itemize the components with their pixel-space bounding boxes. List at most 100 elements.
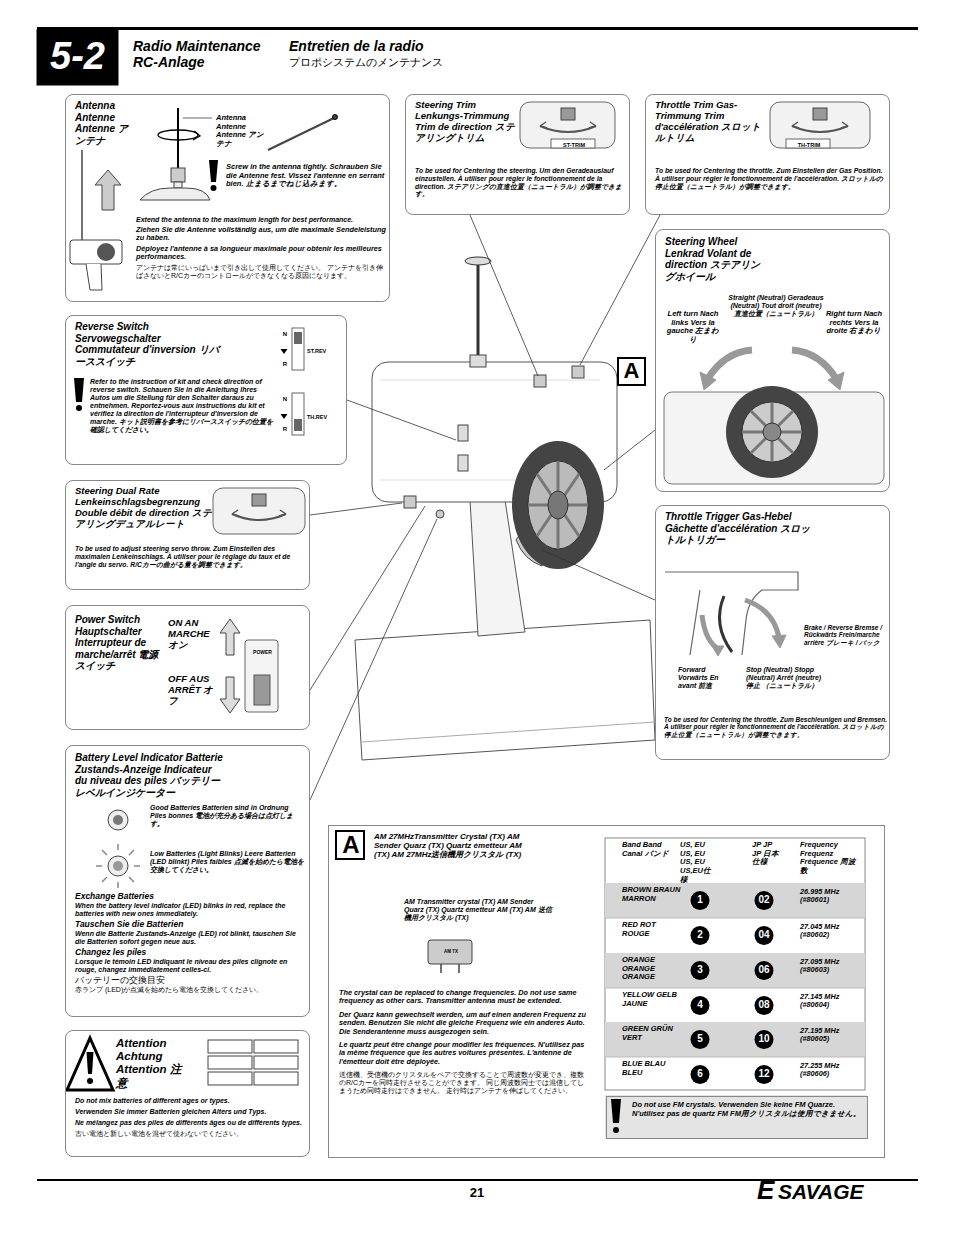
table-cell: 06 xyxy=(755,964,773,976)
panel-text: The crystal can be replaced to change fr… xyxy=(339,989,589,1006)
table-cell: Band Band Canal バンド xyxy=(622,841,674,858)
panel-heading: Throttle Trim Gas-Trimmung Trim d'accélé… xyxy=(655,100,765,144)
panel-text: Low Batteries (Light Blinks) Leere Batte… xyxy=(150,850,305,874)
callout-panel: Battery Level Indicator Batterie Zustand… xyxy=(65,745,310,1017)
table-cell: ORANGE ORANGE ORANGE xyxy=(622,956,684,982)
table-cell: RED ROT ROUGE xyxy=(622,921,684,938)
panel-text: Right turn Nach rechts Vers la droite 右ま… xyxy=(822,310,886,336)
panel-text: R xyxy=(281,361,289,368)
panel-heading: A xyxy=(337,831,365,859)
table-cell: GREEN GRÜN VERT xyxy=(622,1025,684,1042)
panel-text: R xyxy=(281,426,289,433)
panel-text: N xyxy=(281,331,289,338)
panel-text: Brake / Reverse Bremse / Rückwärts Frein… xyxy=(804,624,888,646)
panel-text: Stop (Neutral) Stopp (Neutral) Arrêt (ne… xyxy=(746,666,826,690)
table-cell: 6 xyxy=(691,1068,709,1080)
panel-text: AM 27MHzTransmitter Crystal (TX) AM Send… xyxy=(374,832,534,860)
panel-text: ST-TRIM xyxy=(554,142,594,148)
table-cell: JP JP JP 日本仕様 xyxy=(752,841,782,867)
panel-heading: Antenna Antenne Antenne アンテナ xyxy=(75,100,137,146)
panel-text: Ne mélangez pas des piles de différents … xyxy=(75,1119,307,1127)
table-cell: 1 xyxy=(691,894,709,906)
panel-text: Screw in the antenna tightly. Schrauben … xyxy=(226,163,386,189)
panel-text: Tauschen Sie die Batterien xyxy=(75,920,305,930)
table-cell: YELLOW GELB JAUNE xyxy=(622,991,684,1008)
panel-text: AM Transmitter crystal (TX) AM Sender Qu… xyxy=(404,898,554,922)
table-cell: 10 xyxy=(755,1033,773,1045)
label: 5-2 xyxy=(37,35,118,79)
table-cell: 12 xyxy=(755,1068,773,1080)
panel-text: ON AN MARCHE オン xyxy=(168,618,220,651)
panel-heading: Attention Achtung Attention 注 意 xyxy=(116,1037,188,1090)
table-cell: BLUE BLAU BLEU xyxy=(622,1060,684,1077)
callout-panel: Throttle Trim Gas-Trimmung Trim d'accélé… xyxy=(645,94,890,215)
table-cell: 3 xyxy=(691,964,709,976)
table-cell: 04 xyxy=(755,929,773,941)
panel-text: Déployez l'antenne à sa longueur maximal… xyxy=(136,245,386,262)
panel-text: Ziehen Sie die Antenne vollständig aus, … xyxy=(136,226,386,243)
panel-heading: Steering Wheel Lenkrad Volant de directi… xyxy=(665,236,765,282)
callout-panel: A AM 27MHzTransmitter Crystal (TX) AM Sen… xyxy=(328,825,885,1158)
panel-text: Le quartz peut être changé pour modifier… xyxy=(339,1041,589,1066)
table-cell: 27.255 MHz (#80606) xyxy=(800,1062,862,1079)
label: プロポシステムのメンテナンス xyxy=(289,56,509,69)
panel-text: Good Batteries Batterien sind in Ordnung… xyxy=(150,804,300,828)
panel-text: Antenna Antenne Antenne アンテナ xyxy=(216,114,268,149)
panel-text: Straight (Neutral) Geradeaus (Neutral) T… xyxy=(728,294,824,318)
panel-text: Refer to the instruction of kit and chec… xyxy=(90,378,276,434)
table-cell: 26.995 MHz (#80601) xyxy=(800,888,862,905)
table-cell: 27.095 MHz (#80603) xyxy=(800,958,862,975)
table-cell: 5 xyxy=(691,1033,709,1045)
panel-text: Do not mix batteries of different ages o… xyxy=(75,1097,307,1105)
panel-heading: Throttle Trigger Gas-Hebel Gâchette d'ac… xyxy=(665,511,815,546)
panel-text: Wenn die Batterie Zustands-Anzeige (LED)… xyxy=(75,930,305,946)
callout-panel: Reverse Switch Servowegschalter Commutat… xyxy=(65,315,347,465)
panel-text: ST.REV xyxy=(307,348,345,354)
panel-text: Forward Vorwärts En avant 前進 xyxy=(678,666,736,690)
label: A xyxy=(618,358,645,383)
panel-text: OFF AUS ARRÊT オフ xyxy=(168,674,220,707)
panel-text: 古い電池と新しい電池を混ぜて使わないでください。 xyxy=(75,1130,307,1138)
panel-text: Changez les piles xyxy=(75,948,305,958)
panel-text: When the battery level indicator (LED) b… xyxy=(75,902,305,918)
panel-text: Exchange Batteries xyxy=(75,892,305,902)
table-cell: 08 xyxy=(755,999,773,1011)
table-cell: BROWN BRAUN MARRON xyxy=(622,886,684,903)
panel-text: Extend the antenna to the maximum length… xyxy=(136,216,386,224)
table-cell: 27.045 MHz (#80602) xyxy=(800,923,862,940)
panel-heading: Battery Level Indicator Batterie Zustand… xyxy=(75,752,225,798)
callout-panel: Antenna Antenne Antenne アンテナ Antenna Ante… xyxy=(65,94,390,302)
table-cell: Frequency Frequenz Fréquence 周波数 xyxy=(800,841,862,876)
table-cell: US, EU US, EU US, EU US,EU仕様 xyxy=(680,841,714,884)
panel-text: POWER xyxy=(247,650,278,656)
panel-text: Lorsque le témoin LED indiquant le nivea… xyxy=(75,958,305,974)
panel-text: TH.REV xyxy=(307,414,345,420)
label: SAVAGE xyxy=(778,1180,888,1204)
panel-text: To be used for Centering the throttle. Z… xyxy=(655,167,887,190)
callout-panel: Throttle Trigger Gas-Hebel Gâchette d'ac… xyxy=(655,505,890,760)
panel-text: アンテナは常にいっぱいまで引き出して使用してください。 アンテナを引き伸ばさない… xyxy=(136,264,386,280)
callout-panel: Attention Achtung Attention 注 意 Do not mi… xyxy=(65,1030,310,1157)
table-cell: 27.145 MHz (#80604) xyxy=(800,993,862,1010)
panel-text: AM TX xyxy=(431,949,471,954)
callout-panel: Power Switch Hauptschalter Interrupteur … xyxy=(65,605,310,730)
label: Entretien de la radio xyxy=(289,38,489,54)
panel-text: バッテリーの交換目安 xyxy=(75,976,305,986)
panel-text: 送信機、受信機のクリスタルをペアで交換することで周波数が変更でき、複数のR/Cカ… xyxy=(339,1071,589,1095)
panel-text: N xyxy=(281,396,289,403)
table-cell: 02 xyxy=(755,894,773,906)
panel-text: TH-TRIM xyxy=(789,142,829,148)
panel-text: To be used for Centering the steering. U… xyxy=(415,167,627,198)
panel-heading: Steering Dual Rate Lenkeinschlagsbegrenz… xyxy=(75,486,213,530)
page-title: Radio Maintenance RC-Anlage xyxy=(133,38,278,70)
panel-heading: Reverse Switch Servowegschalter Commutat… xyxy=(75,321,225,367)
panel-heading: Steering Trim Lenkungs-Trimmung Trim de … xyxy=(415,100,520,144)
callout-panel: Do not use FM crystals. Verwenden Sie ke… xyxy=(606,1096,868,1139)
label: E xyxy=(757,1176,779,1206)
panel-text: To be used to adjust steering servo thro… xyxy=(75,545,305,568)
label: 21 xyxy=(465,1186,489,1201)
table-cell: 2 xyxy=(691,929,709,941)
table-cell: 27.195 MHz (#80605) xyxy=(800,1027,862,1044)
panel-text: Der Quarz kann gewechselt werden, um auf… xyxy=(339,1011,589,1036)
